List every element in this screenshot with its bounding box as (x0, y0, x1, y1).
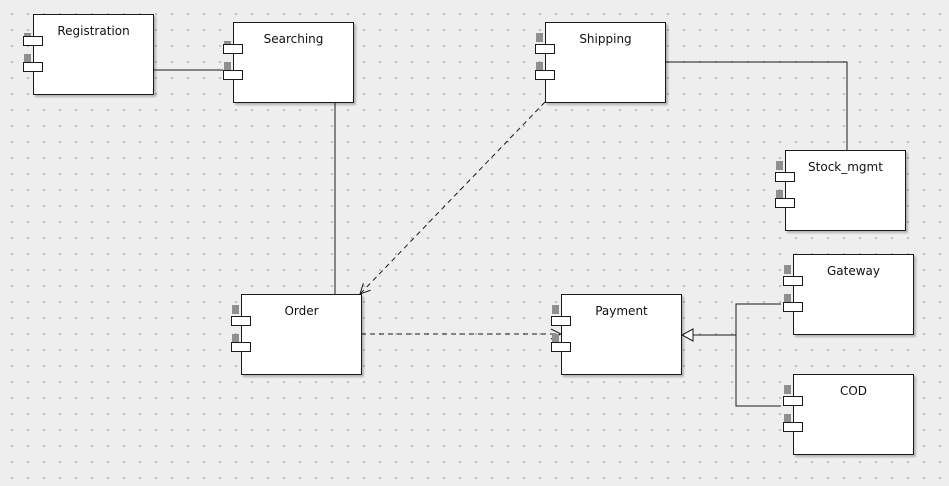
component-label: COD (839, 384, 868, 398)
connector-shipping-stock-mgmt[interactable] (665, 61, 848, 150)
generalization-gateway-cod-payment[interactable] (693, 303, 781, 407)
port-cod-1[interactable] (783, 396, 803, 406)
component-label: Stock_mgmt (808, 160, 883, 174)
port-stock-mgmt-2[interactable] (775, 198, 795, 208)
component-label: Searching (263, 32, 324, 46)
component-label: Order (284, 304, 319, 318)
component-label: Gateway (826, 264, 880, 278)
port-payment-1[interactable] (551, 316, 571, 326)
port-stock-mgmt-1[interactable] (775, 172, 795, 182)
component-payment[interactable]: Payment (561, 294, 682, 375)
component-registration[interactable]: Registration (33, 14, 154, 95)
port-registration-2[interactable] (23, 62, 43, 72)
port-searching-1[interactable] (223, 44, 243, 54)
port-payment-2[interactable] (551, 342, 571, 352)
generalization-arrowhead (680, 328, 694, 342)
port-registration-1[interactable] (23, 36, 43, 46)
port-shipping-2[interactable] (535, 70, 555, 80)
component-gateway[interactable]: Gateway (793, 254, 914, 335)
port-cod-2[interactable] (783, 422, 803, 432)
component-label: Registration (57, 24, 130, 38)
component-stock-mgmt[interactable]: Stock_mgmt (785, 150, 906, 231)
port-order-2[interactable] (231, 342, 251, 352)
port-gateway-1[interactable] (783, 276, 803, 286)
port-gateway-2[interactable] (783, 302, 803, 312)
component-label: Payment (595, 304, 648, 318)
component-order[interactable]: Order (241, 294, 362, 375)
component-cod[interactable]: COD (793, 374, 914, 455)
component-searching[interactable]: Searching (233, 22, 354, 103)
component-label: Shipping (579, 32, 632, 46)
component-shipping[interactable]: Shipping (545, 22, 666, 103)
dependency-shipping-order[interactable] (360, 101, 546, 294)
port-order-1[interactable] (231, 316, 251, 326)
port-shipping-1[interactable] (535, 44, 555, 54)
port-searching-2[interactable] (223, 70, 243, 80)
